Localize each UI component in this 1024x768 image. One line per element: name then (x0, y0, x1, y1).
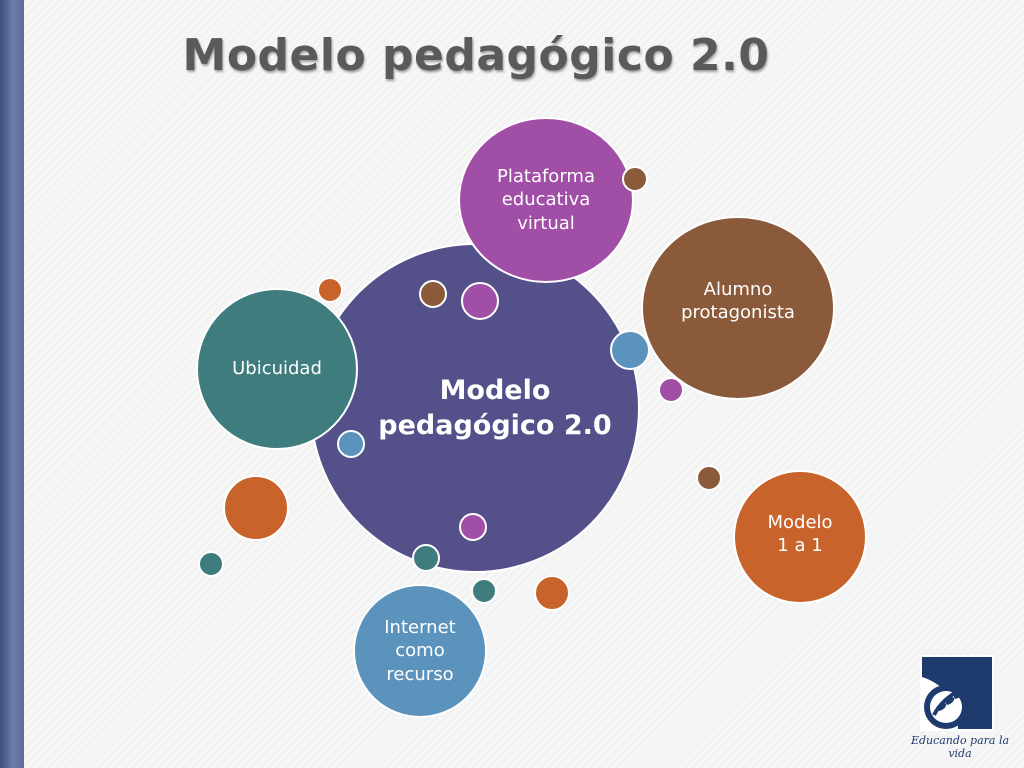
node-modelo-1a1-label: Modelo 1 a 1 (767, 511, 833, 556)
node-modelo-1a1: Modelo 1 a 1 (733, 470, 867, 604)
sidebar-accent (0, 0, 24, 768)
node-internet: Internet como recurso (353, 584, 487, 718)
decor-dot (610, 330, 650, 370)
decor-dot (471, 578, 497, 604)
decor-dot (461, 282, 499, 320)
decor-dot (198, 551, 224, 577)
node-ubicuidad: Ubicuidad (196, 288, 358, 450)
logo-graphic (920, 655, 994, 731)
decor-dot (412, 544, 440, 572)
node-alumno: Alumno protagonista (641, 216, 835, 400)
slide-title: Modelo pedagógico 2.0 (182, 30, 770, 81)
center-node-label: Modelo pedagógico 2.0 (378, 374, 612, 441)
decor-dot (419, 280, 447, 308)
decor-dot (337, 430, 365, 458)
educando-logo-icon (920, 655, 994, 731)
node-alumno-label: Alumno protagonista (681, 278, 795, 323)
node-plataforma: Plataforma educativa virtual (458, 117, 634, 283)
decor-dot (459, 513, 487, 541)
decor-dot (696, 465, 722, 491)
decor-dot (622, 166, 648, 192)
logo-tagline: Educando para la vida (910, 734, 1010, 760)
node-plataforma-label: Plataforma educativa virtual (497, 165, 595, 234)
decor-dot (534, 575, 570, 611)
node-ubicuidad-label: Ubicuidad (232, 358, 322, 380)
node-internet-label: Internet como recurso (384, 616, 456, 685)
decor-dot (223, 475, 289, 541)
decor-dot (317, 277, 343, 303)
